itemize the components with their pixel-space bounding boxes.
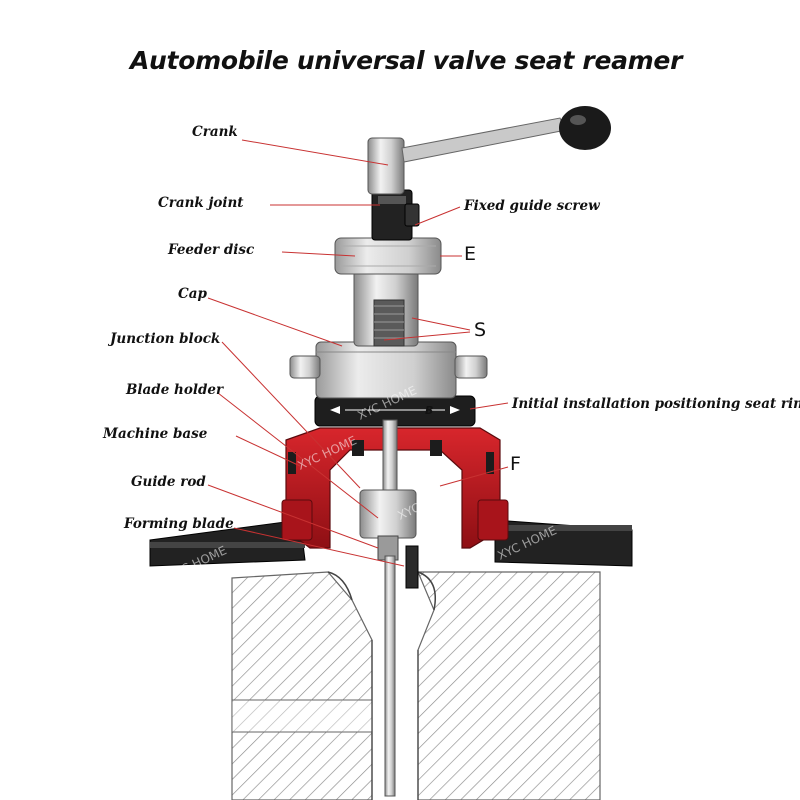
machine-base — [281, 427, 509, 549]
ring-mark-b: B — [425, 404, 433, 417]
guide-rod — [359, 419, 419, 797]
leader-blade-holder — [217, 392, 379, 519]
leader-lines — [207, 139, 509, 567]
leader-f — [439, 466, 509, 487]
label-crank: Crank — [192, 124, 238, 140]
letter-f: F — [510, 453, 521, 475]
diagram-title: Automobile universal valve seat reamer — [130, 46, 683, 75]
leader-crank — [241, 139, 389, 166]
label-fixed-guide-screw: Fixed guide screw — [464, 198, 600, 214]
leader-cap — [207, 297, 343, 347]
leader-s-lower — [383, 331, 471, 341]
crank-joint — [371, 189, 420, 241]
support-arms — [149, 519, 633, 567]
letter-e: E — [464, 243, 477, 265]
leader-fixed-guide-screw — [414, 206, 461, 226]
cap-body — [289, 341, 488, 399]
label-cap: Cap — [178, 286, 207, 302]
cylinder-head-section — [231, 571, 601, 800]
crank — [367, 106, 611, 195]
leader-forming-blade — [233, 527, 405, 567]
label-blade-holder: Blade holder — [126, 382, 224, 398]
leader-s-upper — [411, 317, 471, 331]
leader-guide-rod — [207, 484, 379, 549]
seat-ring: C B — [314, 395, 476, 427]
leader-feeder-disc — [281, 251, 356, 257]
label-junction-block: Junction block — [110, 331, 221, 347]
central-stem — [353, 269, 419, 347]
leader-machine-base — [235, 435, 301, 467]
label-feeder-disc: Feeder disc — [168, 242, 255, 258]
ring-mark-c: C — [365, 404, 373, 417]
label-crank-joint: Crank joint — [158, 195, 244, 211]
letter-s: S — [474, 319, 487, 341]
label-initial-installation-positioning-seat-ring: Initial installation positioning seat ri… — [512, 396, 800, 412]
label-guide-rod: Guide rod — [131, 474, 206, 490]
label-machine-base: Machine base — [103, 426, 208, 442]
leader-junction-block — [221, 341, 361, 489]
leader-seat-ring — [469, 402, 509, 410]
label-forming-blade: Forming blade — [124, 516, 234, 532]
